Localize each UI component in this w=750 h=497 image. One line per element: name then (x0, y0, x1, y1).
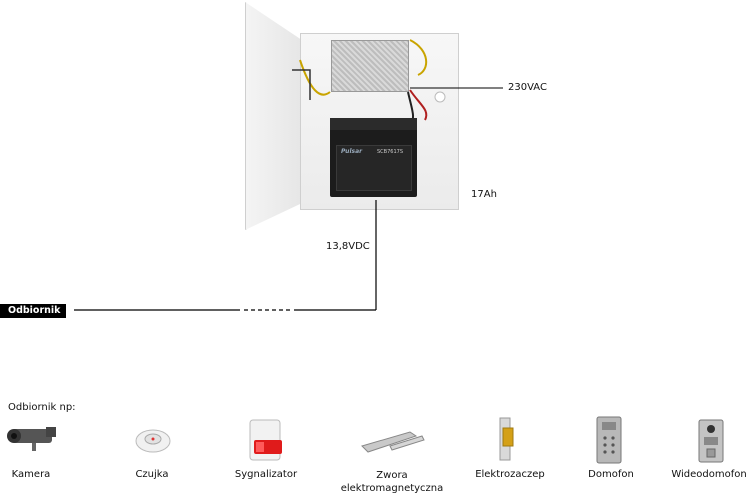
device-label-intercom: Domofon (588, 469, 634, 480)
power-supply-module (331, 40, 409, 92)
smoke-detector-icon (135, 429, 171, 453)
battery-capacity-label: 17Ah (471, 189, 497, 200)
camera-icon (7, 427, 56, 451)
battery-terminals (330, 118, 417, 130)
magnetic-lock-icon (361, 431, 425, 453)
enclosure-door (245, 2, 303, 230)
device-label-video-intercom: Wideodomofon (671, 469, 747, 480)
device-label-camera: Kamera (11, 469, 51, 480)
examples-title: Odbiornik np: (8, 402, 76, 413)
siren-icon (249, 419, 282, 461)
device-label-siren: Sygnalizator (234, 469, 298, 480)
receiver-tag: Odbiornik (0, 304, 67, 318)
device-label-detector: Czujka (135, 469, 169, 480)
video-intercom-icon (698, 419, 724, 463)
dc-output-label: 13,8VDC (326, 241, 370, 252)
door-strike-icon (499, 417, 514, 461)
ac-input-label: 230VAC (508, 82, 547, 93)
battery-brand: Pulsar (341, 148, 363, 155)
battery-model: SCB7617S (377, 149, 403, 155)
battery-label: Pulsar SCB7617S (336, 145, 412, 191)
internal-wiring (292, 39, 446, 126)
device-label-magnetic-lock: Zwora elektromagnetyczna (340, 470, 444, 494)
device-label-door-strike: Elektrozaczep (475, 469, 545, 480)
door-intercom-icon (596, 416, 622, 464)
